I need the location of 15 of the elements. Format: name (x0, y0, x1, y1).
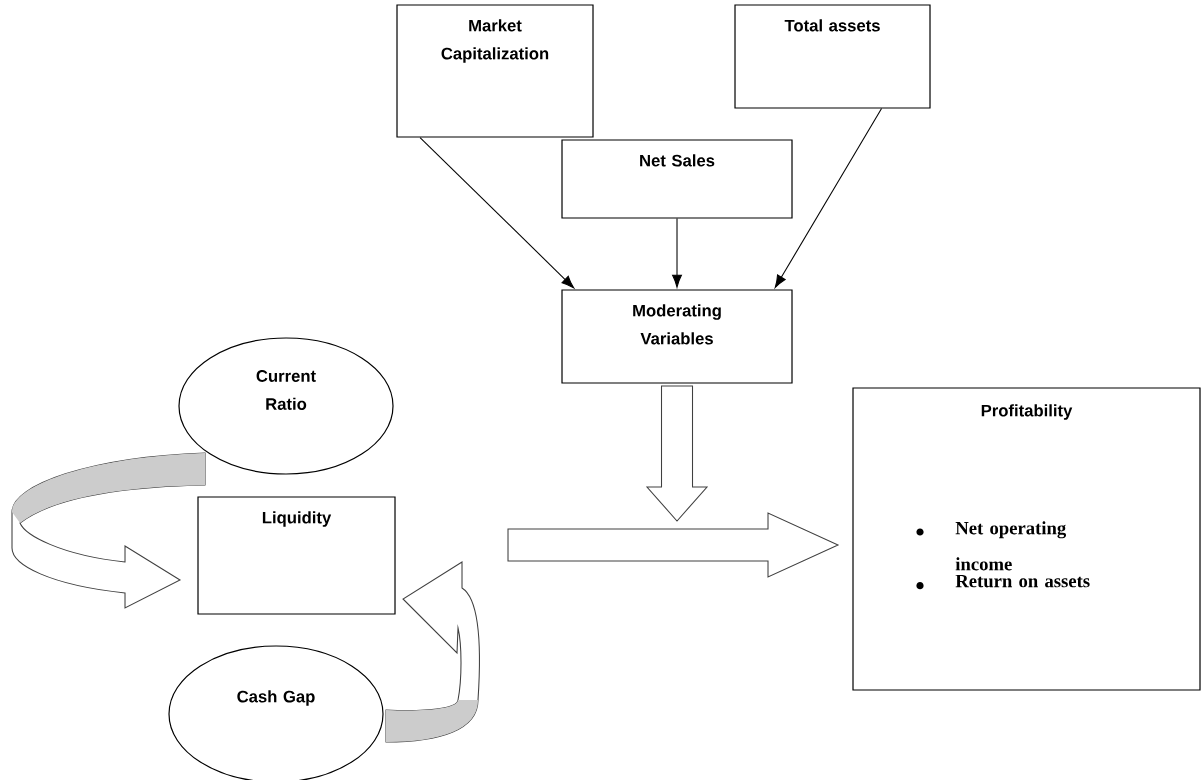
text-box: Moderating Variables (561, 289, 793, 384)
block-arrow (507, 512, 840, 578)
arrow (672, 218, 682, 288)
text-box: Market Capitalization (396, 4, 594, 138)
text-box: Total assets (734, 4, 931, 109)
oval-node: Current Ratio (178, 337, 394, 475)
text-box: Liquidity (197, 496, 396, 615)
text-box: Net Sales (561, 139, 793, 219)
curved-arrow (11, 452, 206, 609)
curved-arrow (385, 561, 480, 743)
arrow (419, 137, 575, 289)
bullet-item: Return on assets (916, 574, 1090, 590)
bullet-item: Net operating income (916, 521, 1067, 571)
arrow (774, 108, 883, 288)
block-arrow (645, 385, 709, 522)
